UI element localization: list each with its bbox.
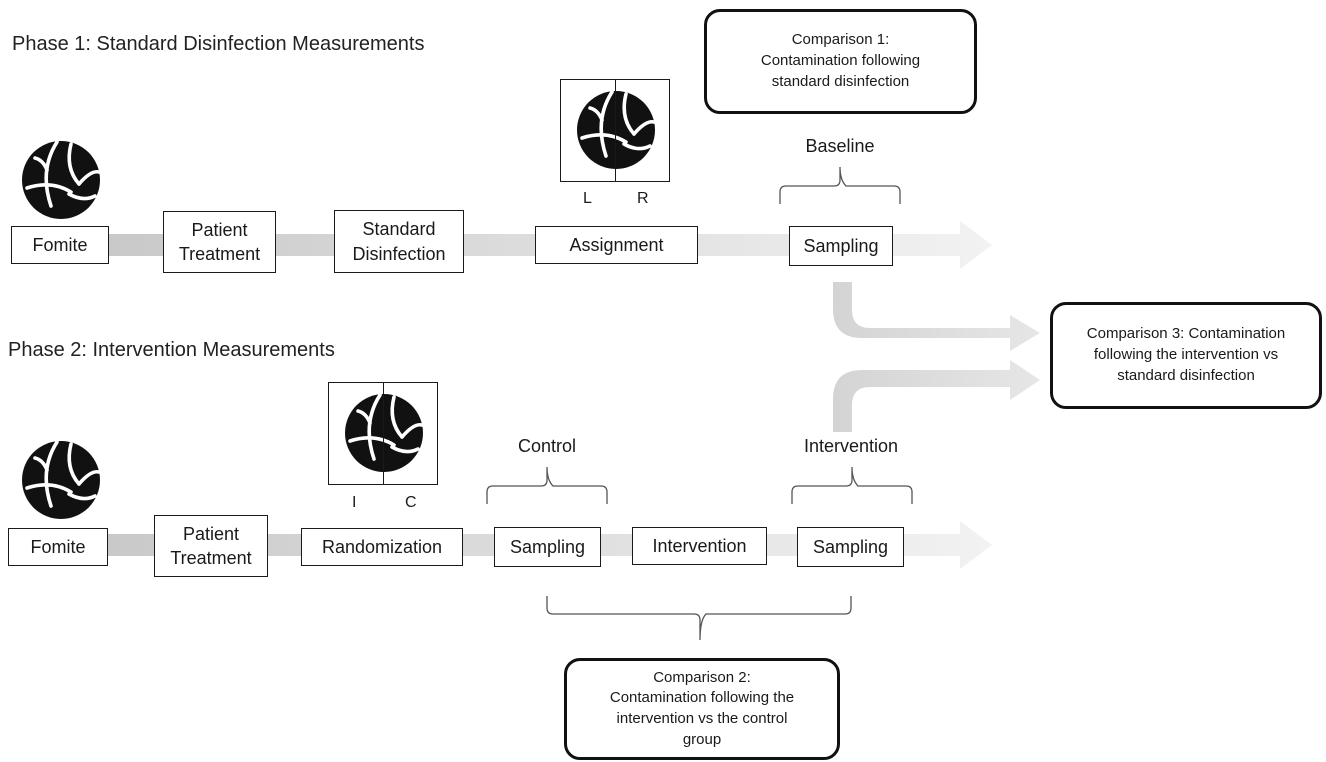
right-half-label: R bbox=[637, 190, 649, 207]
phase1-to-comparison3-arrow bbox=[833, 282, 1040, 351]
volleyball-icon bbox=[22, 140, 101, 219]
phase2-split-frame bbox=[328, 382, 438, 485]
volleyball-icon bbox=[577, 90, 656, 169]
intervention-bracket bbox=[791, 466, 913, 504]
volleyball-icon bbox=[22, 440, 101, 519]
comparison2-box: Comparison 2: Contamination following th… bbox=[564, 658, 840, 760]
phase1-sampling-box: Sampling bbox=[789, 226, 893, 266]
volleyball-icon bbox=[345, 393, 424, 472]
left-half-label: L bbox=[583, 190, 592, 207]
phase1-split-frame bbox=[560, 79, 670, 182]
phase1-fomite-box: Fomite bbox=[11, 226, 109, 264]
comparison3-box: Comparison 3: Contamination following th… bbox=[1050, 302, 1322, 409]
split-divider bbox=[615, 80, 616, 181]
control-bracket bbox=[486, 466, 608, 504]
phase1-title: Phase 1: Standard Disinfection Measureme… bbox=[12, 33, 425, 55]
phase1-patient-treatment-box: Patient Treatment bbox=[163, 211, 276, 273]
split-divider bbox=[383, 383, 384, 484]
phase2-fomite-box: Fomite bbox=[8, 528, 108, 566]
phase2-control-sampling-box: Sampling bbox=[494, 527, 601, 567]
phase2-intervention-box: Intervention bbox=[632, 527, 767, 565]
intervention-half-label: I bbox=[352, 494, 357, 511]
phase2-intervention-sampling-box: Sampling bbox=[797, 527, 904, 567]
phase1-assignment-box: Assignment bbox=[535, 226, 698, 264]
control-label: Control bbox=[517, 436, 577, 456]
phase2-randomization-box: Randomization bbox=[301, 528, 463, 566]
comparison2-bracket bbox=[546, 596, 852, 641]
comparison1-box: Comparison 1: Contamination following st… bbox=[704, 9, 977, 114]
control-half-label: C bbox=[405, 494, 417, 511]
phase2-to-comparison3-arrow bbox=[833, 360, 1040, 432]
baseline-bracket bbox=[779, 166, 901, 204]
phase2-patient-treatment-box: Patient Treatment bbox=[154, 515, 268, 577]
phase1-standard-disinfection-box: Standard Disinfection bbox=[334, 210, 464, 273]
baseline-label: Baseline bbox=[805, 136, 875, 156]
intervention-label: Intervention bbox=[803, 436, 899, 456]
phase2-title: Phase 2: Intervention Measurements bbox=[8, 339, 335, 361]
